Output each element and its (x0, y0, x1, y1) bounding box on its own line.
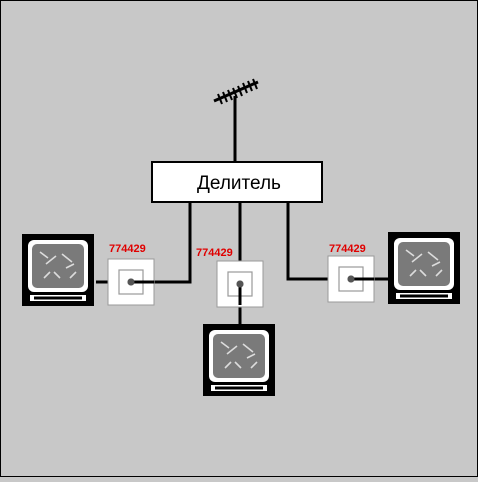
outlet-jack (127, 278, 135, 286)
outlet-jack (236, 280, 244, 288)
splitter-box: Делитель (151, 161, 323, 203)
outlet-label: 774429 (329, 243, 366, 255)
outlet-jack (347, 275, 355, 283)
tv-icon (202, 323, 276, 397)
outlet-label: 774429 (109, 243, 146, 255)
splitter-label: Делитель (197, 173, 281, 194)
outlet-connectors (131, 277, 374, 305)
tv-icon (387, 231, 461, 305)
tv-icon (21, 233, 95, 307)
antenna-icon (213, 78, 259, 162)
outlet-label: 774429 (196, 247, 233, 259)
